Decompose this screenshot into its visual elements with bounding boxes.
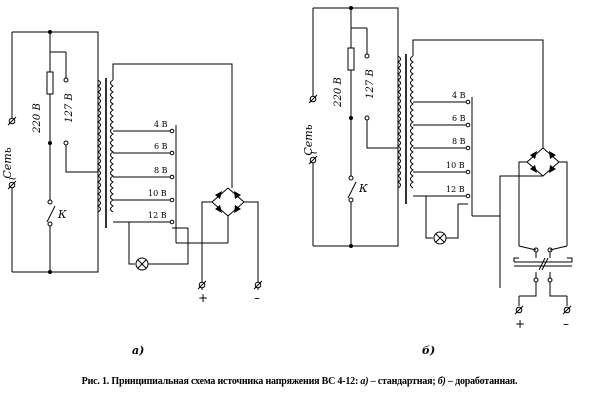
transformer-b — [397, 54, 414, 204]
switch-k-a: К — [46, 199, 67, 272]
voltage-127-label-b: 127 В — [365, 69, 376, 99]
fuse-a — [46, 71, 54, 95]
transformer-a — [97, 78, 114, 228]
caption-b-text: – доработанная. — [445, 376, 518, 387]
tap-label-12v-a: 12 В — [148, 211, 167, 220]
tap-label-10v-b: 10 В — [446, 161, 465, 170]
selector-contact-127-a — [63, 77, 69, 83]
output-plus-b: + — [515, 317, 525, 331]
mains-label-a: Сеть — [1, 147, 14, 178]
mains-label-b: Сеть — [302, 124, 315, 155]
primary-circuit-a: Сеть ~ К 220 В 127 В — [1, 30, 99, 274]
output-minus-a: – — [254, 291, 260, 305]
tap-label-12v-b: 12 В — [446, 185, 465, 194]
sub-label-a: а) — [132, 344, 144, 357]
fuse-b — [347, 47, 355, 71]
caption-a-mark: а) — [360, 376, 369, 387]
output-terminals-a: + – — [197, 280, 263, 305]
tap-label-4v-b: 4 В — [452, 91, 466, 100]
indicator-lamp-a — [128, 222, 189, 271]
switch-k-b: К — [347, 175, 368, 246]
output-plus-a: + — [198, 291, 208, 305]
secondary-taps-a: 4 В 6 В 8 В 10 В 12 В — [112, 63, 233, 244]
secondary-taps-b: 4 В 6 В 8 В 10 В 12 В — [412, 39, 544, 217]
switch-label-b: К — [358, 182, 368, 195]
tap-label-6v-a: 6 В — [154, 142, 168, 151]
voltage-220-label-a: 220 В — [32, 103, 43, 134]
tap-label-4v-a: 4 В — [154, 120, 168, 129]
output-terminals-b: + – — [514, 296, 572, 331]
sub-label-b: б) — [422, 344, 435, 357]
circuit-diagram: Сеть ~ К 220 В 127 В — [1, 6, 573, 357]
tap-label-8v-a: 8 В — [154, 166, 168, 175]
primary-circuit-b: Сеть ~ К 220 В 127 В — [302, 6, 399, 248]
caption-b-mark: б) — [437, 376, 446, 387]
switch-label-a: К — [57, 208, 67, 221]
diagram-b-modified: Сеть ~ К 220 В 127 В — [302, 6, 573, 357]
bridge-rectifier-a — [201, 187, 259, 290]
tap-label-10v-a: 10 В — [148, 189, 167, 198]
voltage-127-label-a: 127 В — [64, 93, 75, 123]
mains-tilde-b: ~ — [309, 146, 318, 159]
mains-tilde-a: ~ — [8, 172, 17, 185]
selector-contact-127-b — [364, 53, 370, 59]
caption-a-text: – стандартная; — [368, 376, 438, 387]
indicator-lamp-b — [425, 196, 468, 245]
figure-caption: Рис. 1. Принципиальная схема источника н… — [0, 376, 599, 387]
output-minus-b: – — [563, 317, 569, 331]
tap-label-6v-b: 6 В — [452, 114, 466, 123]
polarity-switch-b — [513, 245, 573, 297]
voltage-220-label-b: 220 В — [333, 77, 344, 108]
tap-label-8v-b: 8 В — [452, 137, 466, 146]
diagram-a-standard: Сеть ~ К 220 В 127 В — [1, 30, 263, 357]
caption-main: Рис. 1. Принципиальная схема источника н… — [81, 376, 361, 387]
bridge-rectifier-b — [499, 147, 568, 288]
